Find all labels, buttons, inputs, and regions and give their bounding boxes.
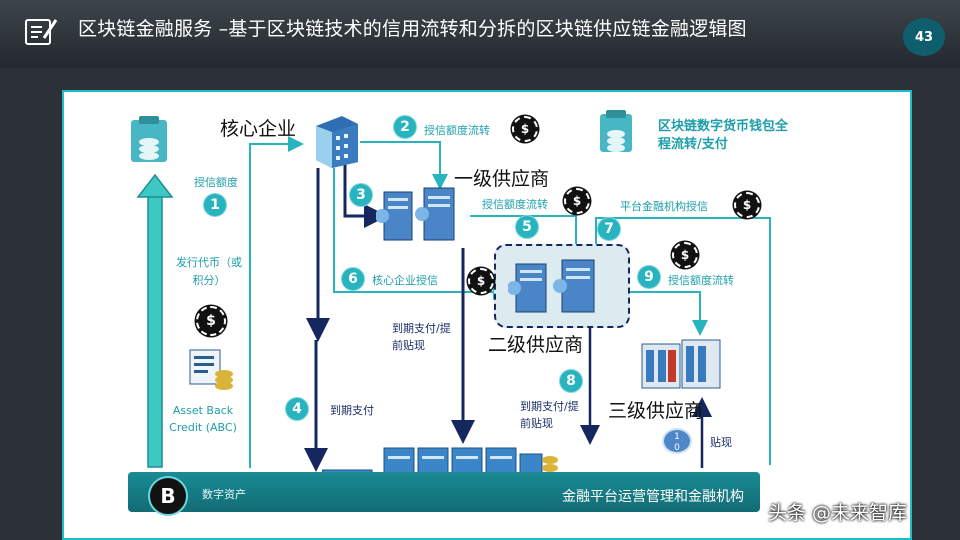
tier2-server-icon xyxy=(508,259,595,313)
flow-line-6 xyxy=(333,168,509,300)
dollar-coin-icon: $ xyxy=(734,192,760,218)
page-number-badge: 43 xyxy=(903,18,945,56)
binary-badge: 1 0 xyxy=(662,428,692,454)
flow-label-9: 授信额度流转 xyxy=(668,274,734,287)
badge-digit-top: 1 xyxy=(674,432,680,442)
bitcoin-icon: B xyxy=(148,476,188,516)
dollar-coin-icon: $ xyxy=(196,306,226,336)
finance-platform-bar xyxy=(128,472,760,512)
watermark: 头条 @未来智库 xyxy=(768,502,908,524)
wallet-label: 区块链数字货币钱包全程流转/支付 xyxy=(658,119,789,152)
slide-title: 区块链金融服务 –基于区块链技术的信用流转和分拆的区块链供应链金融逻辑图 xyxy=(78,18,747,40)
badge-digit-bottom: 0 xyxy=(674,443,680,453)
abc-document-icon xyxy=(189,349,233,390)
step-8: 8 xyxy=(560,370,582,392)
flow-line-2 xyxy=(360,141,448,190)
step-4: 4 xyxy=(286,398,308,420)
edit-document-icon xyxy=(25,19,58,45)
flow-label-discount: 贴现 xyxy=(710,436,732,449)
step-1: 1 xyxy=(204,194,226,216)
flow-label-2: 授信额度流转 xyxy=(424,124,490,137)
dollar-coin-icon: $ xyxy=(512,116,538,142)
node-core-enterprise: 核心企业 xyxy=(220,118,297,140)
flow-line-9 xyxy=(610,291,708,336)
flow-label-issue-token: 发行代币（或积分） xyxy=(176,256,242,287)
flow-line-3 xyxy=(343,160,388,228)
abc-label: Asset Back Credit (ABC) xyxy=(169,404,237,434)
step-9: 9 xyxy=(638,266,660,288)
digital-asset-label: 数字资产 xyxy=(202,488,246,501)
flow-label-3: 授信额度流转 xyxy=(482,198,548,211)
platform-label: 金融平台运营管理和金融机构 xyxy=(562,489,744,505)
abc-upward-arrow xyxy=(136,173,174,468)
step-2: 2 xyxy=(394,116,416,138)
node-tier1-supplier: 一级供应商 xyxy=(454,168,550,190)
flow-line-1 xyxy=(249,136,304,468)
bank-wallet-icon-right xyxy=(600,110,632,152)
flow-label-7: 平台金融机构授信 xyxy=(620,200,708,213)
dollar-coin-icon: $ xyxy=(468,268,494,294)
flow-label-4: 到期支付 xyxy=(330,404,374,417)
dollar-coin-icon: $ xyxy=(672,242,698,268)
step-5: 5 xyxy=(516,216,538,238)
node-tier2-supplier: 二级供应商 xyxy=(488,334,584,356)
flow-label-pay-right: 到期支付/提前贴现 xyxy=(520,400,579,430)
flow-label-credit-limit: 授信额度 xyxy=(194,176,238,189)
flow-line-7 xyxy=(588,217,771,465)
tier3-datacenter-icon xyxy=(641,339,721,389)
node-tier3-supplier: 三级供应商 xyxy=(608,400,704,422)
step-7: 7 xyxy=(598,218,620,240)
dollar-coin-icon: $ xyxy=(564,188,590,214)
tier1-server-icon xyxy=(376,187,455,241)
flow-label-pay-left: 到期支付/提前贴现 xyxy=(392,322,451,352)
step-3: 3 xyxy=(350,184,372,206)
bank-wallet-icon-left xyxy=(131,116,167,162)
step-6: 6 xyxy=(342,268,364,290)
core-enterprise-building-icon xyxy=(316,116,358,168)
flow-label-6: 核心企业授信 xyxy=(372,274,438,287)
slide-header: 区块链金融服务 –基于区块链技术的信用流转和分拆的区块链供应链金融逻辑图 xyxy=(0,0,960,68)
